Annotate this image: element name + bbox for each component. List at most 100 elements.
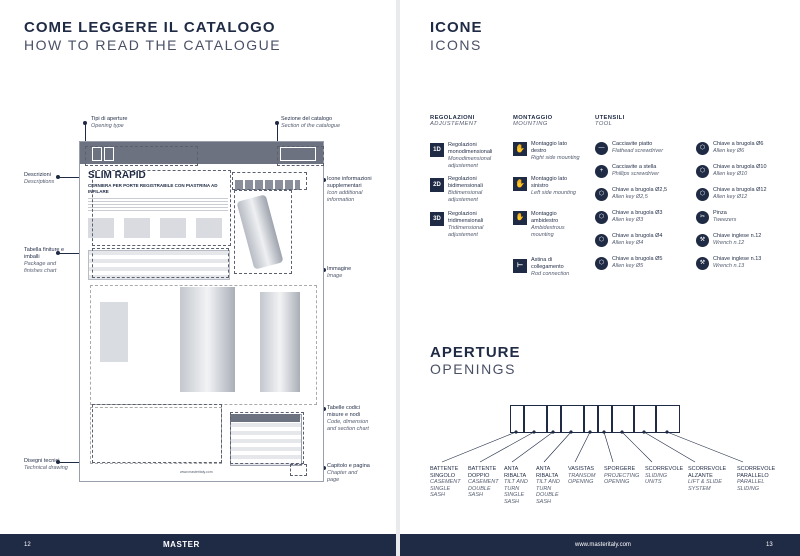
flathead-screwdriver-icon: — bbox=[595, 142, 608, 155]
leader-line bbox=[277, 124, 278, 146]
icons-title: ICONE bbox=[430, 19, 483, 36]
openings-title: APERTURE bbox=[430, 344, 521, 361]
allen-key-icon: ⬡ bbox=[595, 234, 608, 247]
tweezers-icon: ✂ bbox=[696, 211, 709, 224]
3d-icon: 3D bbox=[430, 212, 444, 226]
highlight-drawing bbox=[92, 404, 222, 463]
allen-key-icon: ⬡ bbox=[696, 142, 709, 155]
window-casement-single-icon bbox=[510, 405, 524, 433]
leader-dot bbox=[322, 466, 326, 470]
allen-key-icon: ⬡ bbox=[595, 257, 608, 270]
leader-dot bbox=[322, 407, 326, 411]
leader-dot bbox=[322, 178, 326, 182]
window-lift-slide-icon bbox=[634, 405, 656, 433]
leader-dot bbox=[56, 251, 60, 255]
highlight-icons bbox=[232, 172, 307, 190]
highlight-descriptions bbox=[92, 170, 231, 246]
catalogue-product-title: SLIM RAPID bbox=[88, 170, 146, 181]
leader-line bbox=[58, 253, 92, 254]
leader-dot bbox=[322, 268, 326, 272]
both-hands-icon: ✋ bbox=[513, 211, 527, 225]
openings-subtitle: OPENINGS bbox=[430, 361, 516, 377]
page-title: COME LEGGERE IL CATALOGO bbox=[24, 19, 276, 36]
window-tilt-turn-double-icon bbox=[561, 405, 584, 433]
wrench-icon: ⚒ bbox=[696, 234, 709, 247]
window-parallel-sliding-icon bbox=[656, 405, 680, 433]
catalogue-website: www.masteritaly.com bbox=[180, 470, 213, 474]
footer-bar: 12 MASTER bbox=[0, 534, 396, 556]
leader-line bbox=[85, 124, 86, 146]
opening-connector-lines bbox=[441, 430, 744, 463]
page-number: 13 bbox=[766, 542, 773, 548]
window-projecting-icon bbox=[598, 405, 612, 433]
window-sliding-icon bbox=[612, 405, 634, 433]
window-casement-double-icon bbox=[524, 405, 547, 433]
icons-subtitle: ICONS bbox=[430, 37, 482, 53]
allen-key-icon: ⬡ bbox=[696, 188, 709, 201]
allen-key-icon: ⬡ bbox=[696, 165, 709, 178]
catalogue-product-subtitle: CERNIERA PER PORTE REGISTRABILE CON PIAS… bbox=[88, 183, 218, 194]
2d-icon: 2D bbox=[430, 178, 444, 192]
leader-dot bbox=[83, 121, 87, 125]
leader-line bbox=[58, 462, 92, 463]
leader-line bbox=[58, 177, 92, 178]
phillips-screwdriver-icon: + bbox=[595, 165, 608, 178]
brand-logo: MASTER bbox=[163, 540, 200, 549]
highlight-image bbox=[234, 190, 292, 274]
page-subtitle: HOW TO READ THE CATALOGUE bbox=[24, 37, 282, 53]
leader-dot bbox=[56, 175, 60, 179]
allen-key-icon: ⬡ bbox=[595, 211, 608, 224]
allen-key-icon: ⬡ bbox=[595, 188, 608, 201]
highlight-finishes bbox=[92, 248, 229, 278]
window-tilt-turn-single-icon bbox=[547, 405, 561, 433]
catalogue-header-bar bbox=[80, 142, 323, 164]
footer-bar: www.masteritaly.com 13 bbox=[400, 534, 800, 556]
window-transom-icon bbox=[584, 405, 598, 433]
highlight-opening-type bbox=[85, 146, 198, 166]
website-link[interactable]: www.masteritaly.com bbox=[575, 542, 631, 548]
highlight-code-chart bbox=[230, 412, 304, 464]
page-number: 12 bbox=[24, 542, 31, 548]
highlight-section bbox=[277, 146, 324, 166]
leader-dot bbox=[275, 121, 279, 125]
right-hand-icon: ✋ bbox=[513, 142, 527, 156]
left-hand-icon: ✋ bbox=[513, 177, 527, 191]
